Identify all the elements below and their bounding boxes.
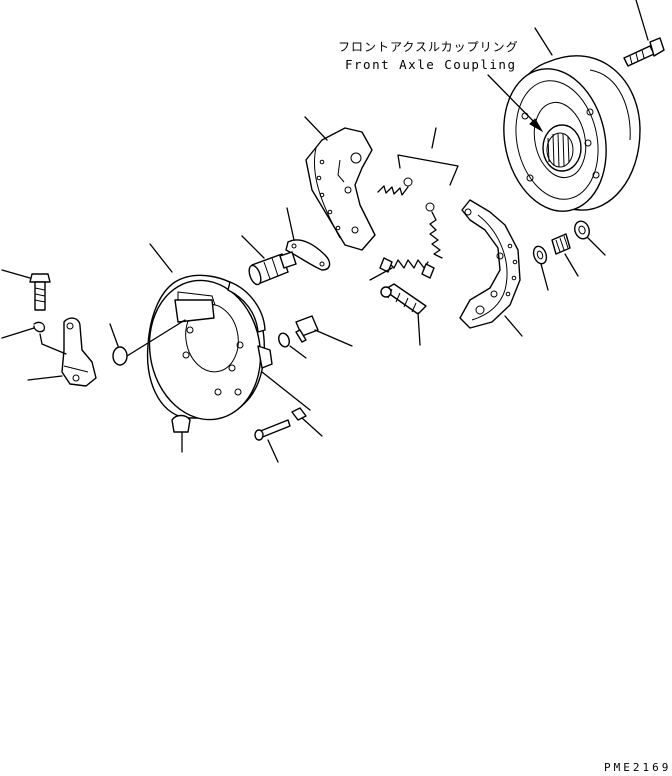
annotation-english: Front Axle Coupling bbox=[345, 57, 517, 72]
drum-bolt bbox=[623, 0, 665, 67]
nut-bottom bbox=[291, 407, 307, 421]
upper-brake-shoe bbox=[305, 127, 376, 251]
snap-ring bbox=[33, 321, 46, 333]
drawing-code: PME2169 bbox=[604, 761, 671, 774]
front-axle-coupling-drum bbox=[503, 55, 641, 212]
brake-back-plate bbox=[146, 274, 273, 421]
adjuster-spring bbox=[379, 257, 435, 279]
annotation-japanese: フロントアクスルカップリング bbox=[338, 40, 519, 54]
plate-bolt bbox=[295, 315, 319, 343]
cam-lever-bolt bbox=[29, 273, 51, 311]
shoe-link-plate bbox=[285, 239, 331, 271]
plate-washer bbox=[278, 332, 290, 348]
shoe-hold-parts bbox=[532, 220, 590, 265]
lever-washer bbox=[112, 346, 128, 366]
annotation-arrow bbox=[487, 74, 544, 133]
anchor-pin bbox=[248, 251, 297, 286]
return-springs bbox=[377, 127, 459, 259]
long-bolt bbox=[254, 419, 291, 441]
plug-cap bbox=[171, 414, 191, 433]
brake-lever bbox=[61, 317, 97, 387]
lower-brake-shoe bbox=[459, 199, 521, 329]
adjuster-screw bbox=[380, 283, 427, 315]
